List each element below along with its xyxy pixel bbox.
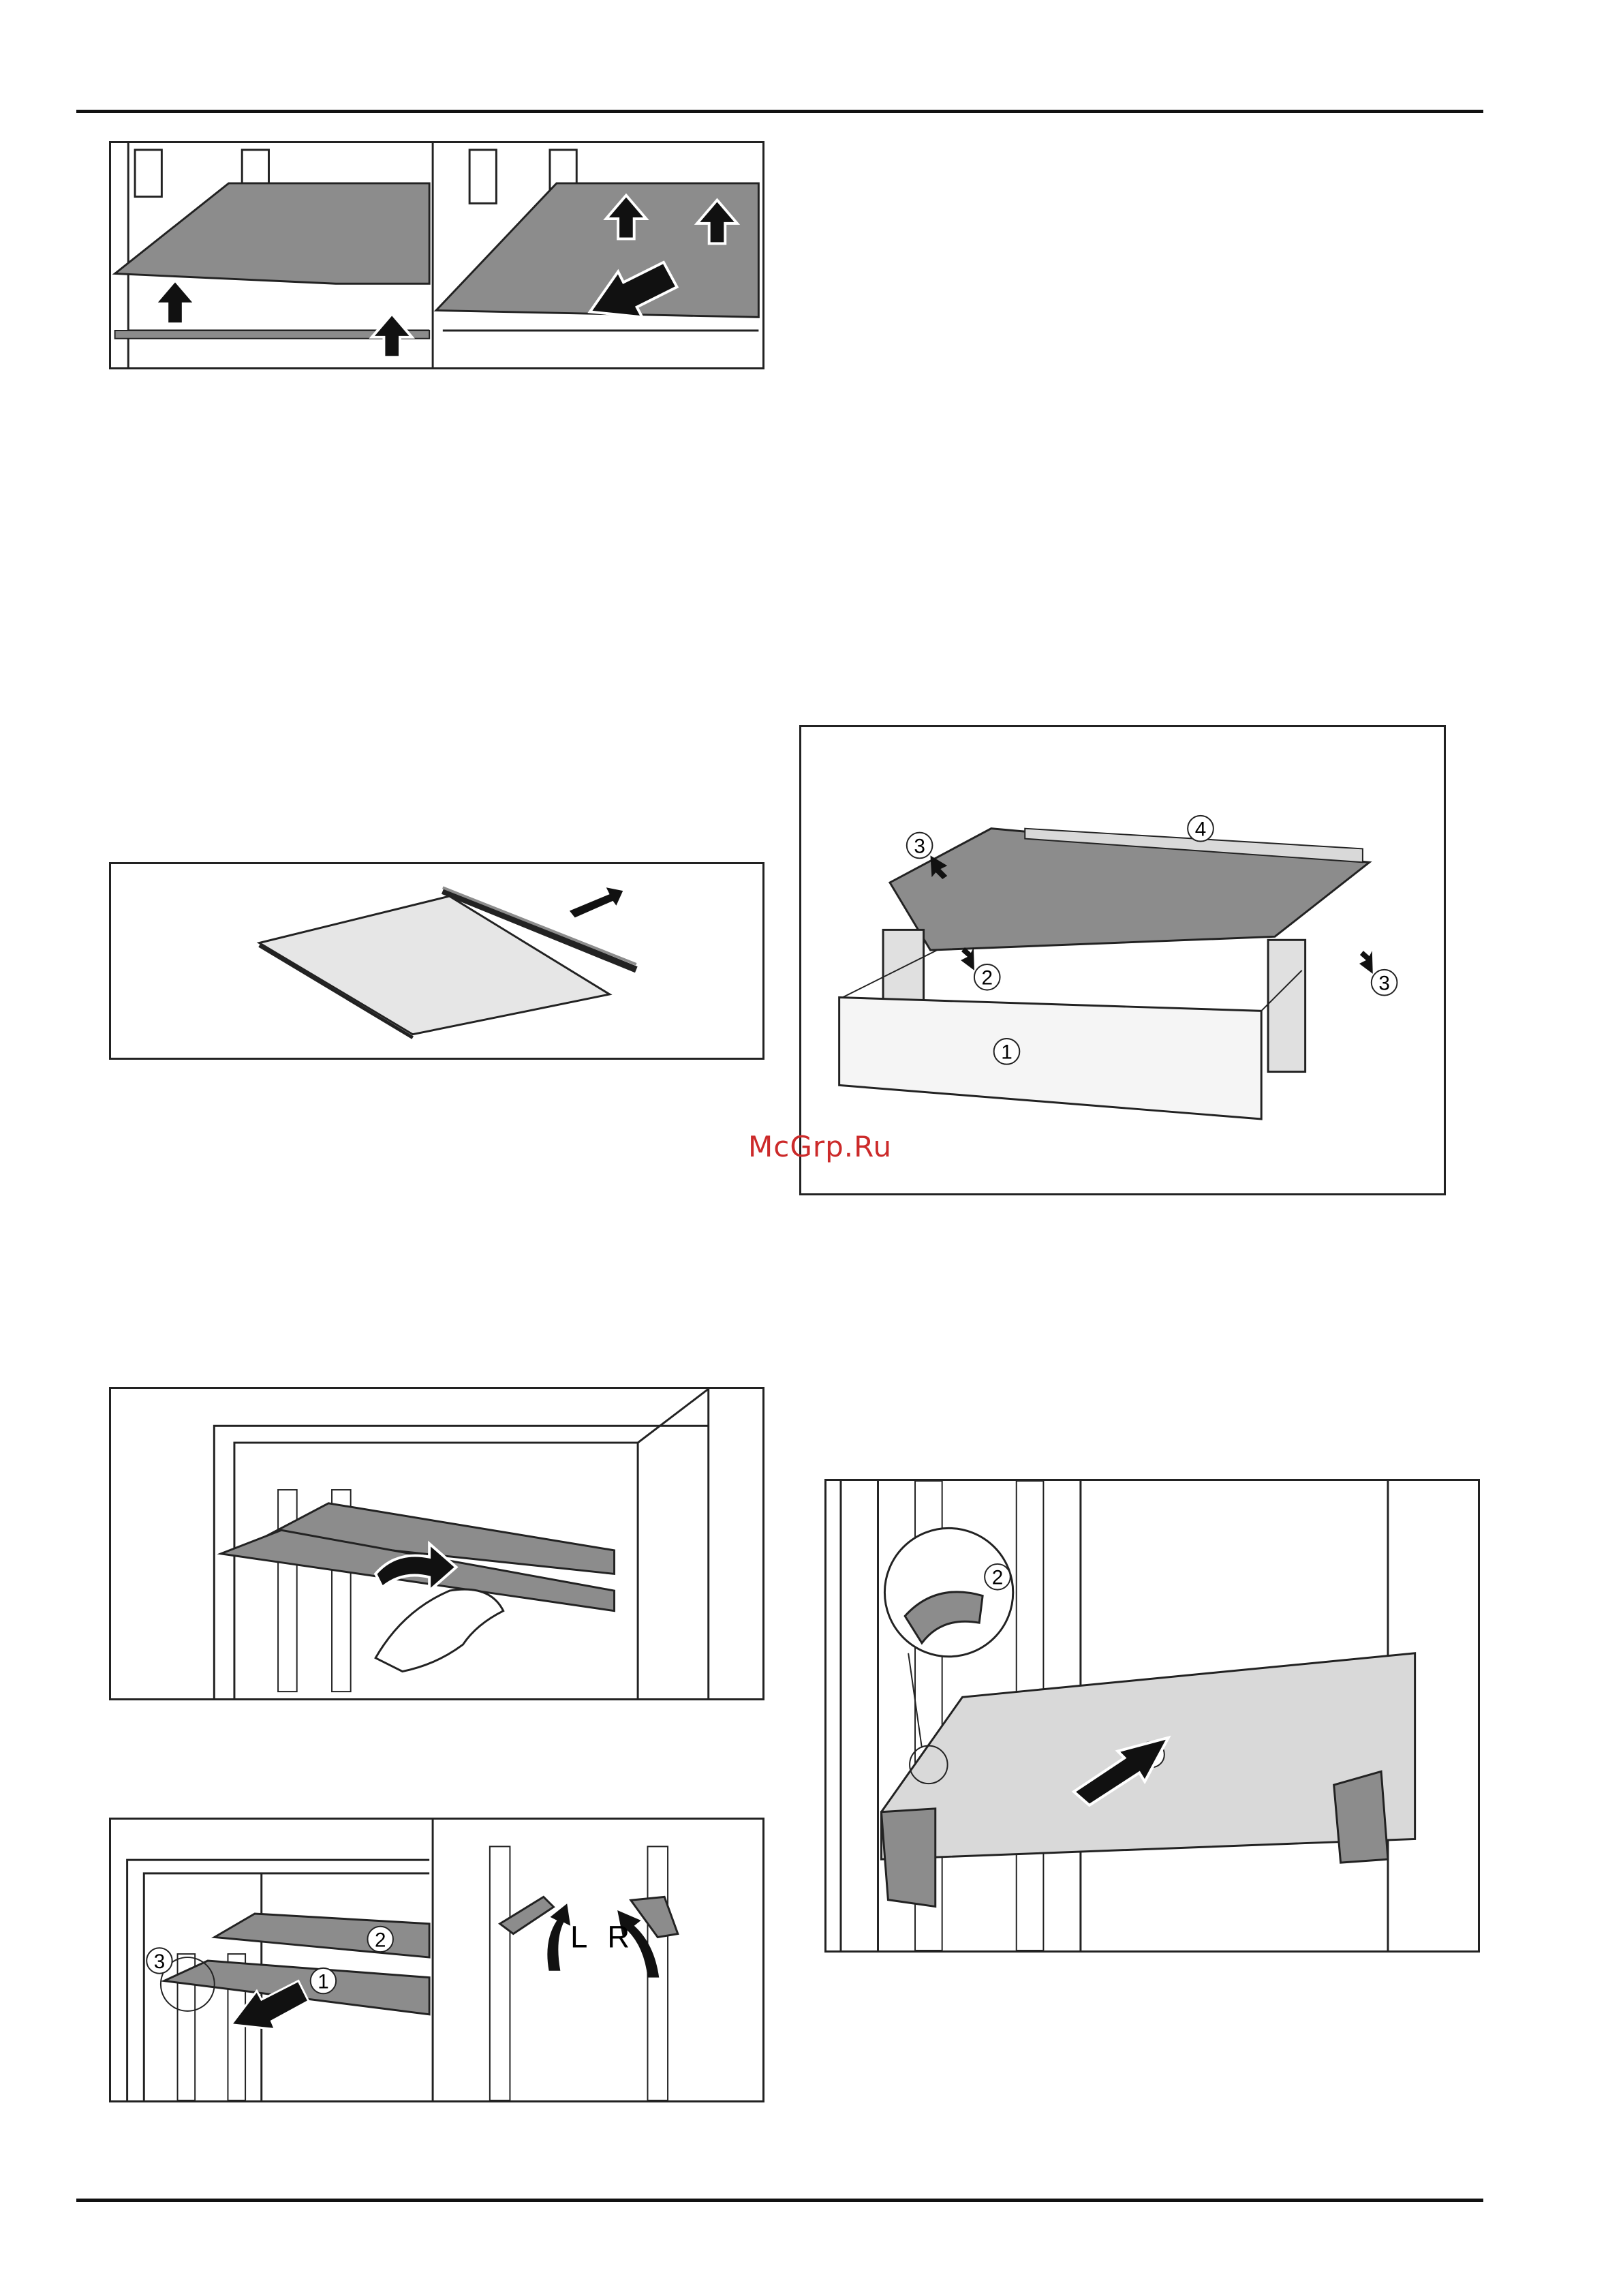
figure-drawer-assembly: 3 4 2 3 1: [799, 725, 1446, 1195]
header-rule: [76, 110, 1483, 113]
hand-illustration: [375, 1589, 504, 1671]
callout-front-shelf: 1: [318, 1970, 328, 1993]
callout-3-left: 3: [914, 835, 925, 857]
callout-2: 2: [981, 967, 993, 990]
figure-shelf-trim: [109, 862, 764, 1060]
callout-4: 4: [1195, 818, 1207, 841]
footer-rule: [76, 2199, 1483, 2202]
callout-rear-shelf: 2: [375, 1929, 386, 1951]
arrow-up-icon: [155, 280, 196, 324]
figure-shelf-fold: [109, 1387, 764, 1700]
remove-shelf-illustration: [111, 143, 762, 367]
figure-shelf-supports: 3 2 1 L R: [109, 1818, 764, 2102]
callout-1: 1: [1001, 1041, 1013, 1064]
arrow-up-icon: [372, 313, 412, 357]
drawer-slide-illustration: 2 1: [826, 1481, 1478, 1950]
callout-hook: 2: [992, 1567, 1004, 1589]
label-right: R: [607, 1919, 630, 1954]
shelf-fold-illustration: [111, 1389, 762, 1698]
figure-remove-shelf: [109, 141, 764, 369]
label-left: L: [570, 1919, 587, 1954]
shelf-supports-illustration: 3 2 1 L R: [111, 1820, 762, 2100]
drawer-assembly-illustration: 3 4 2 3 1: [801, 727, 1444, 1193]
figure-drawer-slide: 2 1: [824, 1479, 1480, 1953]
callout-3-right: 3: [1378, 973, 1390, 995]
arrow-right-icon: [570, 887, 623, 917]
watermark: McGrp.Ru: [748, 1130, 892, 1163]
callout-detail: 3: [154, 1950, 165, 1973]
shelf-trim-illustration: [111, 864, 762, 1058]
